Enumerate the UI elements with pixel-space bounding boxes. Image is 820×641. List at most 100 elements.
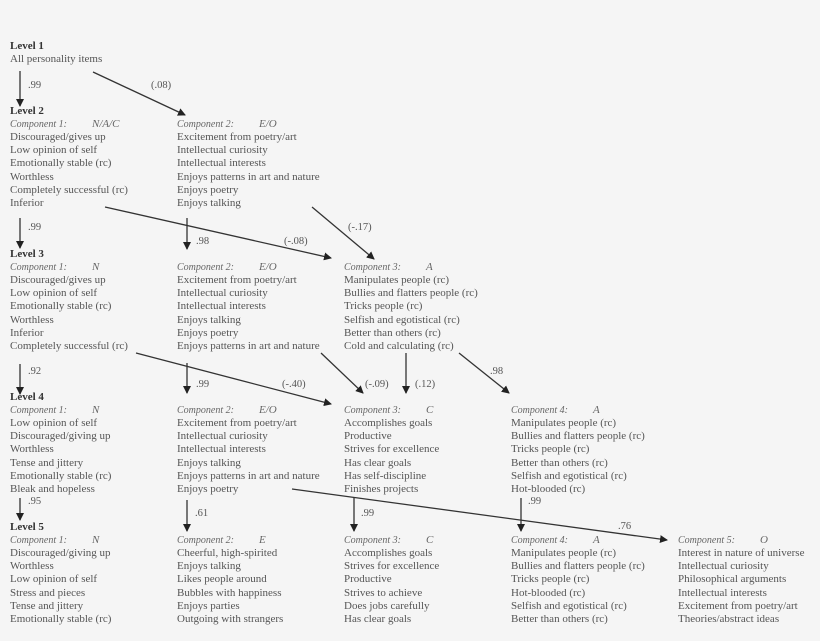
item: Finishes projects xyxy=(344,483,419,496)
item: Outgoing with strangers xyxy=(177,613,284,626)
item: Tricks people (rc) xyxy=(511,443,590,456)
component-name: Component 3: xyxy=(344,405,401,416)
component-code: C xyxy=(426,534,434,546)
item: Strives for excellence xyxy=(344,560,440,573)
edge-label: .99 xyxy=(361,508,375,519)
item: Enjoys parties xyxy=(177,599,240,612)
item: Discouraged/gives up xyxy=(10,131,106,143)
item: Worthless xyxy=(10,443,54,456)
item: Bleak and hopeless xyxy=(10,483,95,496)
l4-component-1: Component 1:N Low opinion of self Discou… xyxy=(10,404,111,496)
item: Worthless xyxy=(10,170,54,183)
item: Intellectual interests xyxy=(177,443,266,456)
l3-component-2: Component 2:E/O Excitement from poetry/a… xyxy=(177,261,320,353)
item: Bullies and flatters people (rc) xyxy=(344,287,478,300)
item: Enjoys talking xyxy=(177,456,241,469)
component-name: Component 5: xyxy=(678,535,735,546)
component-header: Component 2:E xyxy=(177,534,283,547)
edge-label: (-.09) xyxy=(365,379,389,390)
item: Enjoys talking xyxy=(177,560,241,573)
level-4-heading: Level 4 xyxy=(10,391,44,403)
item: Enjoys patterns in art and nature xyxy=(177,340,320,353)
l5-component-1: Component 1:N Discouraged/giving up Wort… xyxy=(10,534,111,626)
item: Bullies and flatters people (rc) xyxy=(511,560,645,573)
l3-component-1: Component 1: N Discouraged/gives up Low o… xyxy=(10,261,128,353)
edge-label: .99 xyxy=(528,496,542,507)
item: Completely successful (rc) xyxy=(10,183,128,196)
item: Accomplishes goals xyxy=(344,547,433,559)
l2-component-2: Component 2:E/O Excitement from poetry/a… xyxy=(177,118,320,210)
edge-label: .98 xyxy=(196,236,210,247)
component-code: A xyxy=(426,261,433,273)
l3-component-3: Component 3:A Manipulates people (rc) Bu… xyxy=(344,261,478,353)
edge-label: .99 xyxy=(196,379,210,390)
edge-l2c1-l3c3 xyxy=(104,206,332,261)
edge-label: .99 xyxy=(28,80,42,91)
item: Selfish and egotistical (rc) xyxy=(511,599,627,612)
component-header: Component 2:E/O xyxy=(177,261,320,274)
component-name: Component 4: xyxy=(511,535,568,546)
level-5-heading: Level 5 xyxy=(10,521,44,533)
component-header: Component 1: N xyxy=(10,261,128,274)
item: Intellectual curiosity xyxy=(177,287,268,300)
item: Low opinion of self xyxy=(10,573,98,586)
component-name: Component 1: xyxy=(10,535,67,546)
item: Bubbles with happiness xyxy=(177,586,282,599)
component-code: E/O xyxy=(259,118,277,130)
item: Cold and calculating (rc) xyxy=(344,340,454,353)
item: Productive xyxy=(344,430,392,443)
component-code: C xyxy=(426,404,434,416)
component-header: Component 1:N xyxy=(10,534,111,547)
item: Manipulates people (rc) xyxy=(511,547,617,559)
item: Manipulates people (rc) xyxy=(511,417,617,429)
edge-l3c3-l4c4 xyxy=(458,352,510,394)
item: Discouraged/gives up xyxy=(10,274,106,286)
item: Hot-blooded (rc) xyxy=(511,483,586,496)
item: Excitement from poetry/art xyxy=(177,417,297,429)
item: Stress and pieces xyxy=(10,586,86,599)
edge-label: .61 xyxy=(195,508,209,519)
edge-label: .99 xyxy=(28,222,42,233)
item: Emotionally stable (rc) xyxy=(10,469,112,482)
level-3-heading: Level 3 xyxy=(10,248,44,260)
level-1-heading: Level 1 xyxy=(10,40,44,52)
component-header: Component 2:E/O xyxy=(177,404,320,417)
item: Strives for excellence xyxy=(344,443,440,456)
item: Enjoys patterns in art and nature xyxy=(177,170,320,183)
item: Has self-discipline xyxy=(344,469,427,482)
component-name: Component 4: xyxy=(511,405,568,416)
component-name: Component 1: xyxy=(10,405,67,416)
item: Discouraged/giving up xyxy=(10,430,111,443)
component-name: Component 3: xyxy=(344,262,401,273)
l5-component-2: Component 2:E Cheerful, high-spirited En… xyxy=(177,534,283,626)
edge-l4c2-l5c5 xyxy=(291,488,668,544)
component-code: E xyxy=(259,534,266,546)
component-header: Component 1:N xyxy=(10,404,111,417)
l5-component-4: Component 4:A Manipulates people (rc) Bu… xyxy=(511,534,645,626)
item: Tricks people (rc) xyxy=(344,300,423,313)
item: Intellectual interests xyxy=(678,586,767,599)
component-name: Component 2: xyxy=(177,262,234,273)
item: Better than others (rc) xyxy=(511,613,608,626)
edge-label: (-.17) xyxy=(348,222,372,233)
item: Has clear goals xyxy=(344,613,412,626)
item: Better than others (rc) xyxy=(511,456,608,469)
component-header: Component 3: A xyxy=(344,261,478,274)
item: Inferior xyxy=(10,197,44,210)
item: Likes people around xyxy=(177,573,267,586)
edge-l3c2-l4c3 xyxy=(320,352,364,394)
l5-component-5: Component 5:O Interest in nature of univ… xyxy=(678,534,804,626)
item: Enjoys patterns in art and nature xyxy=(177,469,320,482)
item: Low opinion of self xyxy=(10,287,98,300)
component-name: Component 1: xyxy=(10,262,67,273)
item: Selfish and egotistical (rc) xyxy=(344,313,460,326)
component-header: Component 4:A xyxy=(511,534,645,547)
edge-label: (-.08) xyxy=(284,236,308,247)
component-name: Component 1: xyxy=(10,119,67,130)
l5-component-3: Component 3:C Accomplishes goals Strives… xyxy=(344,534,439,626)
item: Accomplishes goals xyxy=(344,417,433,429)
item: Intellectual interests xyxy=(177,300,266,313)
component-code: N xyxy=(92,261,100,273)
l2-component-1: Component 1:N/A/C Discouraged/gives up L… xyxy=(10,118,128,210)
component-header: Component 1:N/A/C xyxy=(10,118,128,131)
